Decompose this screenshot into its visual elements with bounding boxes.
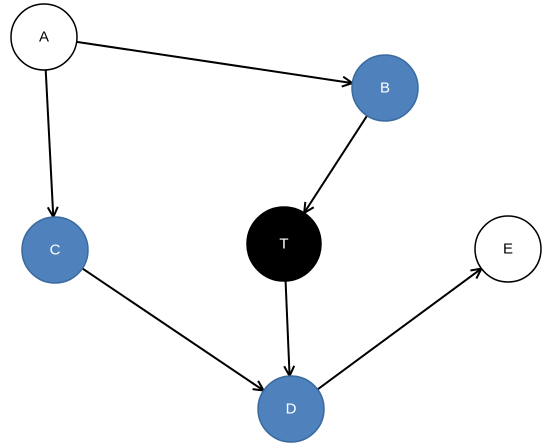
edge-d-e <box>316 269 481 391</box>
node-e-label: E <box>503 241 513 258</box>
node-a-circle <box>10 3 78 71</box>
node-d: D <box>257 375 325 443</box>
node-b: B <box>351 54 419 122</box>
edge-a-b <box>76 40 352 83</box>
node-t: T <box>246 206 322 282</box>
edges <box>44 40 481 391</box>
node-b-label: B <box>380 80 390 97</box>
edge-b-t <box>305 115 368 212</box>
node-c-label: C <box>50 242 61 259</box>
node-t-label: T <box>279 236 288 253</box>
edge-t-d <box>286 280 290 375</box>
node-t-circle <box>246 206 322 282</box>
edge-c-d <box>81 267 262 390</box>
edge-a-c <box>44 69 54 216</box>
node-e: E <box>474 215 542 283</box>
node-c-circle <box>21 216 89 284</box>
node-b-circle <box>351 54 419 122</box>
node-d-circle <box>257 375 325 443</box>
node-e-circle <box>474 215 542 283</box>
node-a-label: A <box>39 29 49 46</box>
node-a: A <box>10 3 78 71</box>
node-c: C <box>21 216 89 284</box>
node-d-label: D <box>286 401 297 418</box>
